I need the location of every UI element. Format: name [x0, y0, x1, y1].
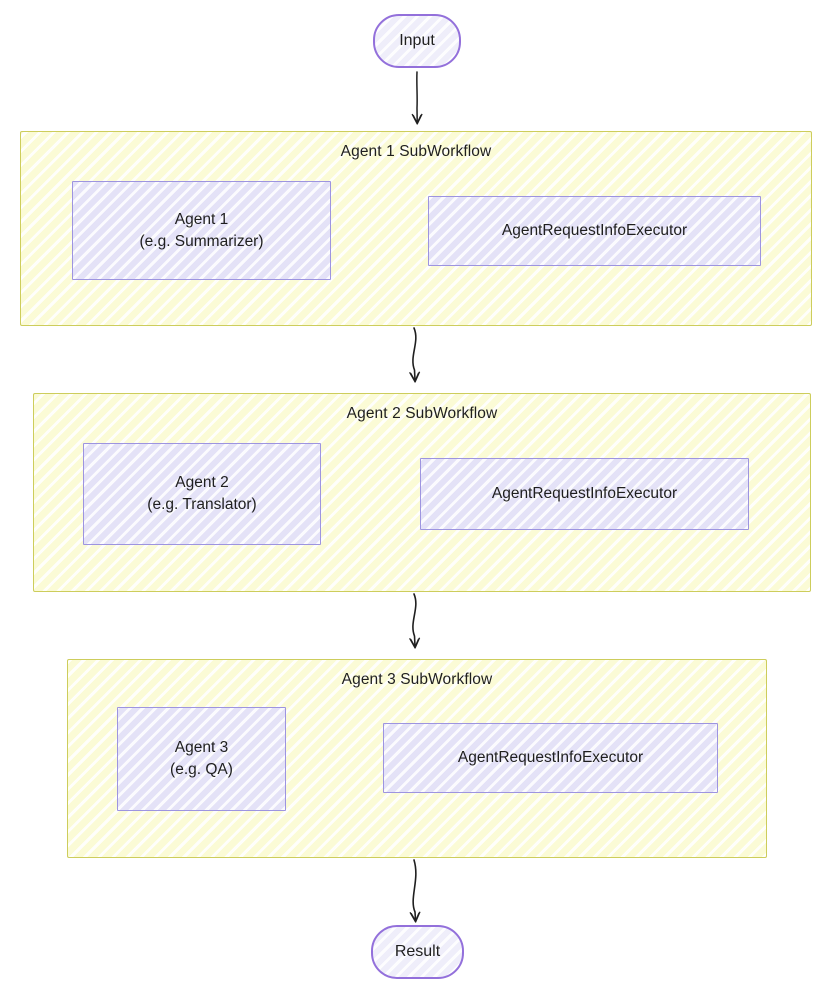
node-executor-1-label: AgentRequestInfoExecutor — [501, 222, 688, 239]
node-agent-request-info-executor-1[interactable]: AgentRequestInfoExecutor — [428, 196, 761, 266]
node-executor-3-label: AgentRequestInfoExecutor — [457, 749, 644, 766]
node-agent-2-role: (e.g. Translator) — [147, 496, 257, 513]
node-agent-3[interactable]: Agent 3 (e.g. QA) — [117, 707, 286, 811]
end-node-label: Result — [394, 943, 441, 960]
start-node-input[interactable]: Input — [373, 14, 461, 68]
end-node-result[interactable]: Result — [371, 925, 464, 979]
node-agent-2[interactable]: Agent 2 (e.g. Translator) — [83, 443, 321, 545]
node-agent-3-role: (e.g. QA) — [170, 761, 233, 778]
node-agent-1-role: (e.g. Summarizer) — [139, 232, 264, 250]
node-executor-2-label: AgentRequestInfoExecutor — [491, 485, 678, 502]
subgraph-3-title: Agent 3 SubWorkflow — [341, 671, 493, 688]
node-agent-3-name: Agent 3 — [174, 739, 229, 756]
node-agent-1[interactable]: Agent 1 (e.g. Summarizer) — [72, 181, 331, 280]
node-agent-2-name: Agent 2 — [175, 474, 229, 491]
subgraph-2-title: Agent 2 SubWorkflow — [346, 405, 498, 422]
node-agent-request-info-executor-2[interactable]: AgentRequestInfoExecutor — [420, 458, 749, 530]
subgraph-1-title: Agent 1 SubWorkflow — [340, 143, 492, 160]
node-agent-1-name: Agent 1 — [174, 210, 229, 228]
start-node-label: Input — [399, 32, 435, 49]
node-agent-request-info-executor-3[interactable]: AgentRequestInfoExecutor — [383, 723, 718, 793]
